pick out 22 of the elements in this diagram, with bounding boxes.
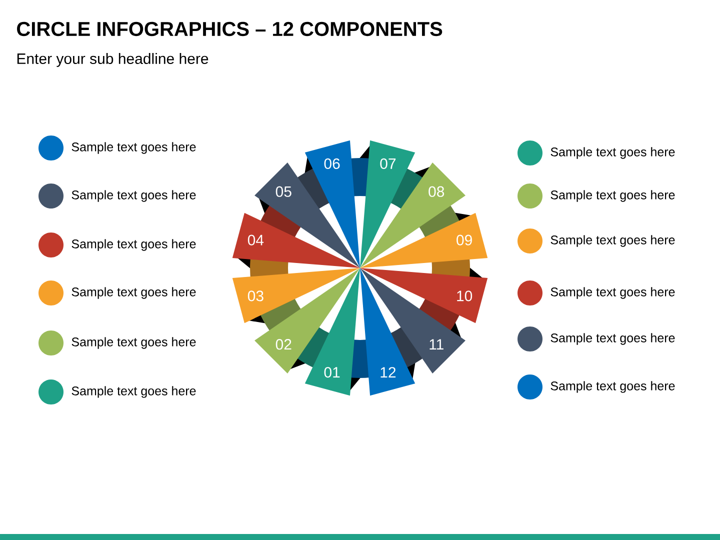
- legend-text: Sample text goes here: [72, 142, 196, 154]
- legend-text: Sample text goes here: [550, 235, 675, 247]
- legend-text: Sample text goes here: [72, 190, 196, 202]
- legend-text: Sample text goes here: [550, 147, 675, 159]
- blade: 03: [232, 268, 360, 324]
- blade: 01: [304, 268, 360, 396]
- legend-text: Sample text goes here: [72, 287, 196, 299]
- subtitle: Enter your sub headline here: [17, 53, 208, 67]
- title: CIRCLE INFOGRAPHICS – 12 COMPONENTS: [17, 22, 442, 36]
- blade: 07: [360, 140, 416, 268]
- legend-text: Sample text goes here: [550, 190, 675, 202]
- blade: 12: [360, 268, 416, 396]
- blade: 06: [304, 140, 360, 268]
- blade: 09: [360, 212, 488, 268]
- legend-text: Sample text goes here: [550, 287, 675, 299]
- blade: 10: [360, 268, 488, 324]
- legend-text: Sample text goes here: [72, 239, 196, 251]
- legend-text: Sample text goes here: [550, 333, 675, 345]
- legend-text: Sample text goes here: [72, 337, 196, 349]
- blade: 04: [232, 212, 360, 268]
- legend-text: Sample text goes here: [550, 381, 675, 393]
- legend-text: Sample text goes here: [72, 386, 196, 398]
